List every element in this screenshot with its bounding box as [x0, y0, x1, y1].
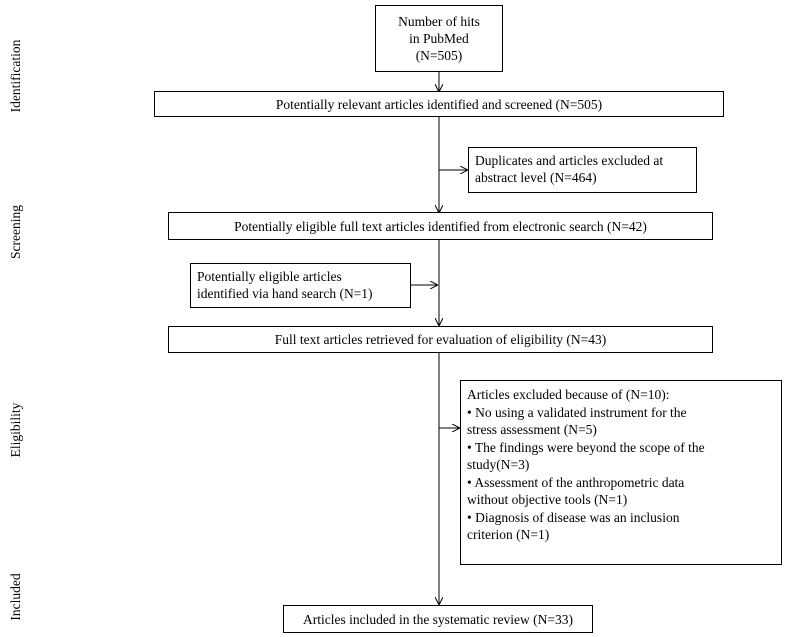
excluded-reason-line: study(N=3): [467, 457, 530, 472]
excluded-reason-line: without objective tools (N=1): [467, 492, 628, 507]
included-review-box: Articles included in the systematic revi…: [283, 605, 593, 633]
stage-label-identification: Identification: [8, 39, 23, 113]
identified-screened-box: Potentially relevant articles identified…: [154, 91, 724, 117]
duplicates-excluded-box: Duplicates and articles excluded at abst…: [468, 147, 697, 193]
excluded-reason-line: • The findings were beyond the scope of …: [467, 439, 705, 455]
retrieved-text: Full text articles retrieved for evaluat…: [274, 332, 607, 347]
pubmed-hits-line-3: (N=505): [415, 48, 463, 63]
stage-label-eligibility: Eligibility: [8, 402, 23, 458]
excluded-reasons-heading: Articles excluded because of (N=10):: [467, 387, 670, 402]
excluded-reason-line: • No using a validated instrument for th…: [467, 404, 687, 420]
hand-search-line-1: Potentially eligible articles: [197, 269, 342, 284]
excluded-reason-line: • Diagnosis of disease was an inclusion: [467, 509, 680, 525]
retrieved-box: Full text articles retrieved for evaluat…: [168, 326, 713, 353]
stage-label-screening: Screening: [8, 205, 23, 259]
excluded-reason-line: • Assessment of the anthropometric data: [467, 474, 685, 490]
duplicates-excluded-line-1: Duplicates and articles excluded at: [475, 153, 664, 168]
duplicates-excluded-line-2: abstract level (N=464): [475, 170, 597, 185]
excluded-reasons-box: Articles excluded because of (N=10): • N…: [460, 380, 782, 565]
eligible-electronic-box: Potentially eligible full text articles …: [168, 212, 713, 240]
excluded-reason-line: criterion (N=1): [467, 527, 550, 542]
hand-search-box: Potentially eligible articles identified…: [190, 263, 411, 308]
eligible-electronic-text: Potentially eligible full text articles …: [234, 218, 647, 234]
excluded-reason-line: stress assessment (N=5): [467, 422, 597, 437]
identified-screened-text: Potentially relevant articles identified…: [275, 96, 603, 112]
pubmed-hits-box: Number of hits in PubMed (N=505): [375, 5, 503, 72]
hand-search-line-2: identified via hand search (N=1): [197, 286, 373, 301]
pubmed-hits-line-1: Number of hits: [398, 14, 480, 29]
pubmed-hits-line-2: in PubMed: [409, 31, 469, 46]
stage-label-included: Included: [8, 573, 23, 621]
included-review-text: Articles included in the systematic revi…: [302, 611, 574, 627]
